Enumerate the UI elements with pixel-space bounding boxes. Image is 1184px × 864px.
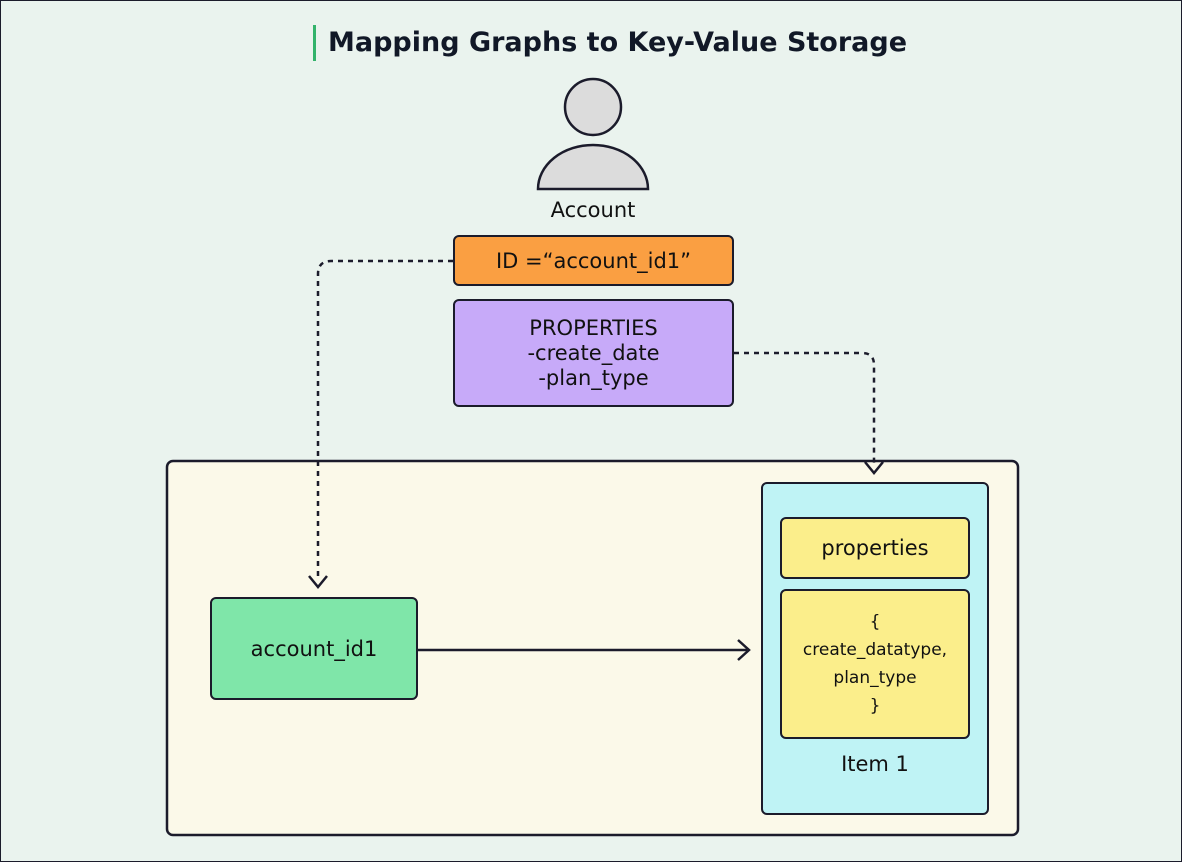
id-to-key-arrowhead — [308, 575, 328, 589]
properties-to-item-arrowhead — [864, 461, 884, 475]
properties-box: PROPERTIES -create_date -plan_type — [453, 299, 734, 407]
key-box: account_id1 — [210, 597, 418, 700]
value-open-brace: { — [869, 612, 881, 632]
attribute-value-box: { create_datatype, plan_type } — [780, 589, 970, 739]
value-plan-type: plan_type — [833, 668, 917, 688]
attribute-name-box: properties — [780, 517, 970, 579]
value-close-brace: } — [869, 696, 881, 716]
key-to-item-arrowhead — [737, 639, 751, 661]
diagram-title: Mapping Graphs to Key-Value Storage — [313, 25, 907, 61]
properties-heading: PROPERTIES — [529, 315, 658, 340]
user-avatar-icon — [536, 77, 650, 191]
properties-item-create-date: -create_date — [527, 340, 660, 365]
id-box: ID =“account_id1” — [453, 235, 734, 286]
properties-to-item-connector — [734, 351, 876, 467]
properties-item-plan-type: -plan_type — [538, 365, 649, 390]
value-create-datatype: create_datatype, — [802, 640, 948, 660]
item-label: Item 1 — [841, 752, 909, 776]
id-to-key-connector — [316, 259, 453, 581]
account-label: Account — [550, 198, 636, 222]
